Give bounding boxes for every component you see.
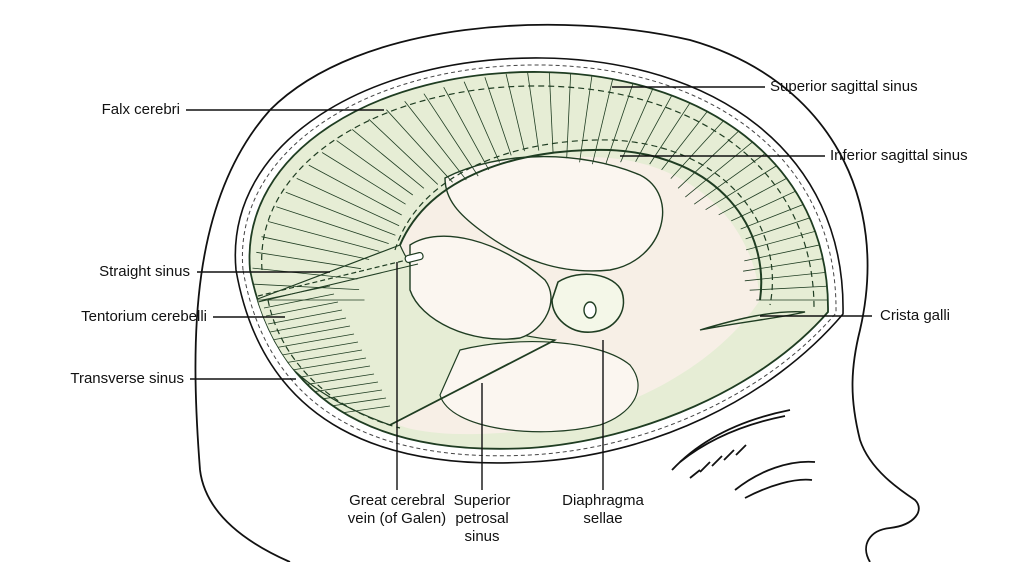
label-transverse-sinus: Transverse sinus — [20, 370, 184, 388]
label-inferior-sagittal-sinus: Inferior sagittal sinus — [830, 147, 968, 165]
label-tentorium-cerebelli: Tentorium cerebelli — [5, 308, 207, 326]
label-superior-petrosal-sinus-line1: Superior — [432, 492, 532, 510]
label-superior-petrosal-sinus-line2: petrosal — [432, 510, 532, 528]
label-diaphragma-sellae-line1: Diaphragma — [543, 492, 663, 510]
neck-outline — [200, 470, 290, 562]
label-falx-cerebri: Falx cerebri — [60, 101, 180, 119]
label-crista-galli: Crista galli — [880, 307, 950, 325]
cerebellar-fossa — [440, 342, 638, 432]
diaphragma-opening — [584, 302, 596, 318]
label-superior-sagittal-sinus: Superior sagittal sinus — [770, 78, 918, 96]
label-superior-petrosal-sinus: Superior petrosal sinus — [432, 492, 532, 546]
label-diaphragma-sellae-line2: sellae — [543, 510, 663, 528]
label-diaphragma-sellae: Diaphragma sellae — [543, 492, 663, 528]
label-straight-sinus: Straight sinus — [40, 263, 190, 281]
label-superior-petrosal-sinus-line3: sinus — [432, 528, 532, 546]
